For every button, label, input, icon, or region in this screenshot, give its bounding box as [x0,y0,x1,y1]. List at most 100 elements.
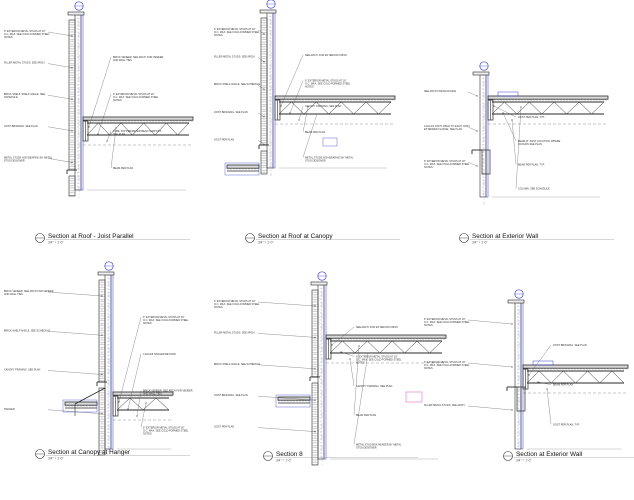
callout-note: BRICK VENEER. SEE ARCH FOR VENEER [4,290,54,293]
callout-note: NOTES [113,99,122,102]
callout-note: BRICK SHELF. SHELF ANGLE. SEE [4,93,45,96]
callout-note: NOTES [305,86,314,89]
detail-1: 6" EXTERIOR METAL STUDS AT 16"O.C. MAX. … [4,1,194,245]
callout-note: L4x4x1/4 CONT. WELD TO EACH JOIST. [424,125,470,128]
callout-note: JOIST PER PLAN [214,138,234,141]
callout-note: AND WALL TIES [113,59,132,62]
callout-note: FILLER METAL STUDS. SEE ARCH. [214,56,255,59]
callout-note: BEAM PER PLAN [553,384,573,387]
callout-note: JOIST BRIDGING. SEE PLAN [553,344,587,347]
callout-note: 6" EXTERIOR METAL STUDS AT 16" [214,300,256,303]
callout-note: SEE PLAN [113,133,125,136]
callout-note: O.C. MAX. SEE COLD-FORMED STEEL [424,321,470,324]
callout-note: O.C. MAX. SEE COLD-FORMED STEEL [424,163,470,166]
callout-note: SEE ARCH. FOR EXTERIOR FINISH [356,326,398,329]
callout-note: 6" EXTERIOR METAL STUDS AT 16" [424,160,466,163]
callout-note: BRICK VENEER. SEE ARCH. FOR VENEER [113,56,163,59]
callout-note: O.C. MAX. SEE COLD-FORMED STEEL [356,358,402,361]
callout-note: CANOPY FRAMING. SEE PLAN [305,105,342,108]
callout-note: 6" EXTERIOR METAL STUDS AT 16" [424,318,466,321]
callout-note: JOIST PER PLAN, TYP. [518,116,545,119]
callout-note: NOTES [214,306,223,309]
detail-2: 6" EXTERIOR METAL STUDS AT 16"O.C. MAX. … [214,0,400,245]
callout-note: 6" EXTERIOR METAL STUDS AT 16" [214,28,256,31]
callout-note: NOTES [424,324,433,327]
callout-note: BRICK SHELF ANGLE. SEE SCHEDULE [4,329,50,332]
callout-note: NOTES [424,367,433,370]
callout-note: STUD DESIGNER [4,159,25,162]
callout-note: O.C. MAX. SEE COLD-FORMED STEEL [4,33,50,36]
callout-note: O.C. MAX. SEE COLD-FORMED STEEL [143,429,189,432]
detail-5: 6" EXTERIOR METAL STUDS AT 16"O.C. MAX. … [214,271,447,467]
detail-title: Section at Canopy at Hanger [48,449,131,456]
detail-title: Section at Roof at Canopy [258,233,333,240]
callout-note: BRICK VENEER. SEE ARCH FOR VENEER [143,390,193,393]
detail-scale: 3/4" = 1'-0" [48,457,64,461]
callout-note: BRICK SHELF ANGLE. SEE SCHEDULE [214,83,260,86]
callout-note: FILLER METAL STUDS. SEE ARCH. [214,331,255,334]
callout-note: STUD DESIGNER [356,447,377,450]
callout-note: BEAM AT JOIST LOCATION. WHERE [518,140,561,143]
callout-note: HANGER [4,408,15,411]
callout-note: NOTES [4,36,13,39]
callout-note: BEAM PER PLAN [305,131,325,134]
callout-note: JOIST BRIDGING. SEE PLAN [214,111,248,114]
callout-note: 6" EXTERIOR METAL STUDS AT 16" [113,93,155,96]
callout-note: FILLER METAL STUDS. SEE ARCH. [4,62,45,65]
callout-note: FILLER METAL STUDS. SEE ARCH. [424,404,465,407]
callout-note: CANOPY FRAMING. SEE PLAN [4,369,41,372]
callout-note: CANOPY FRAMING. SEE PLAN [356,385,393,388]
callout-note: JOIST BRIDGING. SEE PLAN [214,394,248,397]
callout-note: O.C. MAX. SEE COLD-FORMED STEEL [424,364,470,367]
callout-note: COLUMN. SEE SCHEDULE [518,187,550,190]
callout-note: NOTES [143,432,152,435]
callout-note: O.C. MAX. SEE COLD-FORMED STEEL [143,319,189,322]
callout-note: O.C. MAX. SEE COLD-FORMED STEEL [214,303,260,306]
detail-scale: 3/4" = 1'-0" [472,241,488,245]
detail-6: 6" EXTERIOR METAL STUDS AT 16"O.C. MAX. … [424,289,634,463]
callout-note: O.C. MAX. SEE COLD-FORMED STEEL [113,96,159,99]
callout-note: EXTENDED FLANGE. SEE PLAN [424,128,462,131]
detail-title: Section 8 [276,451,303,458]
detail-3: SEE ARCH FOR BLOCKING L4x4x1/4 CONT. WELD… [424,61,614,245]
callout-note: O.C. MAX. SEE COLD-FORMED STEEL [305,83,351,86]
callout-note: AND WALL TIES [143,393,162,396]
callout-note: BEAM PER PLAN, TYP. [518,164,545,167]
detail-scale: 3/4" = 1'-0" [48,241,64,245]
callout-note: AND WALL TIES [4,293,23,296]
detail-scale: 3/4" = 1'-0" [516,459,532,463]
callout-note: TUBE TOP PERIMETER BEAM SUPPORT. [113,130,162,133]
callout-note: STUD DESIGNER [305,159,326,162]
detail-scale: 3/4" = 1'-0" [276,459,292,463]
callout-note: BRICK SHELF ANGLE. SEE SCHEDULE [214,363,260,366]
callout-note: NOTES [214,34,223,37]
callout-note: SCHEDULE [4,96,18,99]
callout-note: JOIST BRIDGING. SEE PLAN [4,125,38,128]
callout-note: METAL STUD BOX HEADER BY METAL [356,444,402,447]
detail-title: Section at Roof - Joist Parallel [48,233,134,240]
callout-note: L4x4x3/8 HANGER BEYOND [143,353,176,356]
callout-note: 6" EXTERIOR METAL STUDS AT 16" [356,355,398,358]
callout-note: SEE ARCH FOR BLOCKING [424,90,456,93]
callout-note: OCCURS SEE PLAN [518,143,542,146]
detail-scale: 3/4" = 1'-0" [258,241,274,245]
callout-note: JOIST PER PLAN [214,426,234,429]
callout-note: NOTES [424,166,433,169]
callout-note: NOTES [356,361,365,364]
callout-note: BEAM PER PLAN [113,167,133,170]
callout-note: 6" EXTERIOR METAL STUDS AT 16" [424,361,466,364]
callout-note: METAL STUDS NON BEARING BY METAL [4,156,53,159]
callout-note: SEE ARCH. FOR EXTERIOR FINISH [305,54,347,57]
detail-title: Section at Exterior Wall [472,233,538,240]
callout-note: O.C. MAX. SEE COLD-FORMED STEEL [214,31,260,34]
callout-note: 6" EXTERIOR METAL STUDS AT 16" [305,80,347,83]
detail-title: Section at Exterior Wall [516,451,582,458]
callout-note: JOIST PER PLAN, TYP. [553,423,580,426]
callout-note: NOTES [143,322,152,325]
callout-note: 6" EXTERIOR METAL STUDS AT 16" [143,316,185,319]
callout-note: 6" EXTERIOR METAL STUDS AT 16" [4,30,46,33]
callout-note: 6" EXTERIOR METAL STUDS AT 16" [143,426,185,429]
callout-note: BEAM PER PLAN [356,414,376,417]
